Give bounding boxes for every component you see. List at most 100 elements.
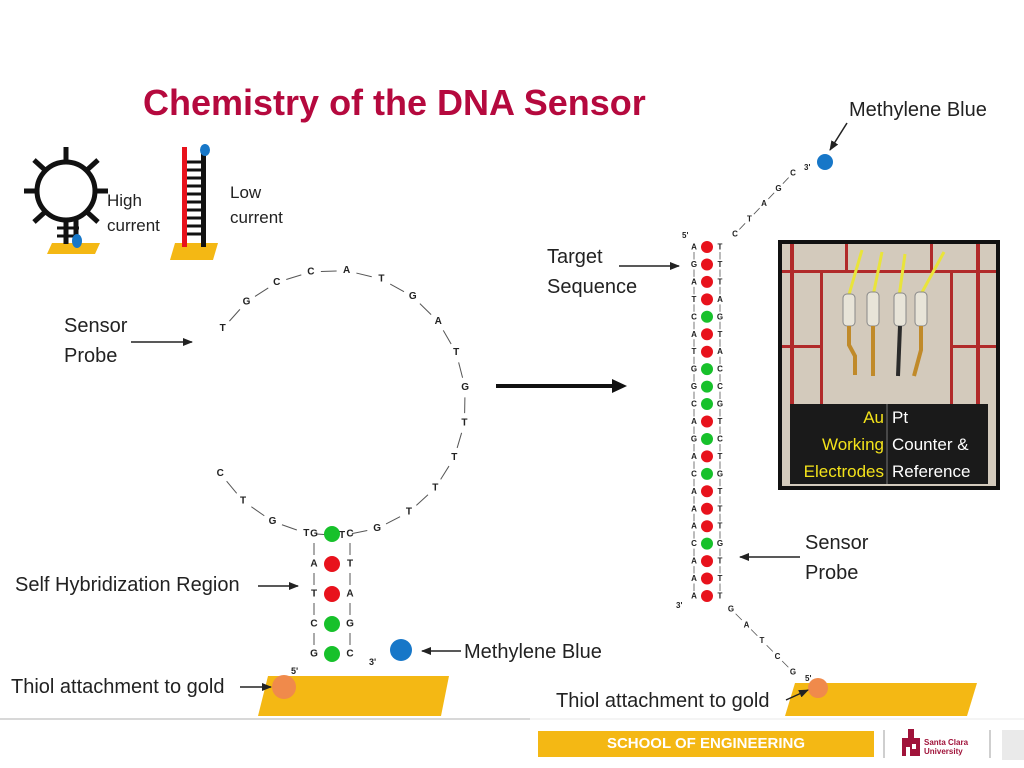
pt-label-line2: Counter &: [892, 435, 969, 454]
duplex-base: T: [718, 417, 723, 426]
loop-backbone: [442, 330, 452, 345]
base-pair-dot: [324, 526, 340, 542]
loop-base: T: [240, 496, 246, 507]
tail-bottom-backbone: [735, 613, 743, 621]
au-electrode-label: Au Working Electrodes: [790, 404, 884, 485]
loop-base: T: [406, 507, 412, 518]
loop-backbone: [456, 432, 463, 449]
duplex-base: G: [691, 382, 697, 391]
duplex-base: A: [691, 452, 697, 461]
thiol-label-left: Thiol attachment to gold: [11, 676, 225, 698]
stem-base: T: [347, 559, 353, 570]
loop-backbone: [356, 272, 372, 278]
duplex-base: T: [718, 504, 723, 513]
loop-base: T: [303, 528, 309, 539]
tail-top-backbone: [768, 192, 775, 200]
target-sequence-line1: Target: [547, 246, 603, 268]
loop-base: G: [461, 382, 469, 393]
duplex-base: A: [691, 592, 697, 601]
target-sequence-label: Target Sequence: [547, 242, 637, 302]
high-current-label: High current: [107, 188, 160, 238]
transition-arrow-head: [612, 379, 627, 393]
base-pair-dot: [324, 616, 340, 632]
tail-bottom-backbone: [766, 644, 774, 652]
loop-base: T: [378, 274, 384, 285]
duplex-base: A: [691, 243, 697, 252]
duplex-base: G: [691, 365, 697, 374]
duplex-base: G: [717, 469, 723, 478]
duplex-base: T: [718, 522, 723, 531]
university-logo-icon: [902, 729, 920, 756]
tail-bottom-base: T: [760, 636, 765, 645]
loop-backbone: [229, 309, 241, 322]
loop-base: T: [220, 323, 226, 334]
duplex-base: C: [691, 469, 697, 478]
duplex-pair-dot: [701, 450, 713, 463]
duplex-base: A: [717, 295, 723, 304]
duplex-pair-dot: [701, 485, 713, 498]
self-hybridization-label: Self Hybridization Region: [15, 574, 240, 596]
duplex-base: T: [718, 592, 723, 601]
sensor-probe-left-line1: Sensor: [64, 315, 128, 337]
duplex-base: C: [717, 434, 723, 443]
duplex-base: T: [718, 574, 723, 583]
duplex-base: T: [692, 347, 697, 356]
duplex-base: A: [691, 417, 697, 426]
thiol-dot-right: [808, 678, 828, 698]
duplex-pair-dot: [701, 467, 713, 480]
loop-base: G: [269, 516, 277, 527]
duplex-base: T: [718, 260, 723, 269]
duplex-pair-dot: [701, 520, 713, 533]
loop-base: T: [453, 347, 459, 358]
gold-surface-right: [785, 683, 977, 716]
stem-base: C: [346, 529, 353, 540]
sensor-probe-label-left: Sensor Probe: [64, 311, 127, 371]
duplex-base: T: [718, 277, 723, 286]
duplex-base: T: [692, 295, 697, 304]
stem-base: T: [311, 589, 317, 600]
tail-top-base: T: [747, 214, 752, 223]
school-of-engineering-label: SCHOOL OF ENGINEERING: [606, 735, 806, 752]
duplex-pair-dot: [701, 502, 713, 515]
electrode-photo: [778, 240, 1000, 490]
loop-base: C: [307, 266, 314, 277]
tail-bottom-base: A: [744, 620, 750, 629]
au-label-line3: Electrodes: [803, 462, 884, 481]
duplex-base: A: [691, 557, 697, 566]
duplex-base: A: [691, 330, 697, 339]
loop-backbone: [419, 303, 432, 316]
loop-base: T: [432, 482, 438, 493]
duplex-pair-dot: [701, 363, 713, 376]
tail-five-prime-label: 5': [805, 674, 811, 683]
au-label-line2: Working: [821, 435, 884, 454]
loop-backbone: [281, 524, 298, 531]
duplex-pair-dot: [701, 415, 713, 428]
duplex-pair-dot: [701, 310, 713, 323]
tail-top-base: C: [732, 230, 738, 239]
tail-bottom-base: G: [728, 605, 734, 614]
duplex-base: C: [691, 312, 697, 321]
duplex-base: T: [718, 243, 723, 252]
tail-top-backbone: [739, 223, 746, 230]
duplex-pair-dot: [701, 537, 713, 550]
loop-backbone: [351, 530, 368, 535]
loop-base: T: [451, 452, 457, 463]
duplex-base: C: [691, 400, 697, 409]
loop-backbone: [286, 274, 302, 281]
loop-base: A: [343, 265, 350, 276]
pt-electrode-label: Pt Counter & Reference: [892, 404, 970, 485]
thiol-label-right: Thiol attachment to gold: [556, 690, 770, 712]
university-name-line2: University: [924, 747, 963, 756]
duplex-pair-dot: [701, 590, 713, 602]
gold-surface-left: [258, 676, 449, 716]
loop-backbone: [458, 362, 464, 378]
stem-base: G: [346, 619, 354, 630]
arrow-methylene-blue-top: [829, 122, 848, 151]
duplex-five-prime-label: 5': [682, 231, 688, 240]
five-prime-label: 5': [291, 666, 298, 676]
methylene-blue-dot-right: [817, 154, 833, 170]
